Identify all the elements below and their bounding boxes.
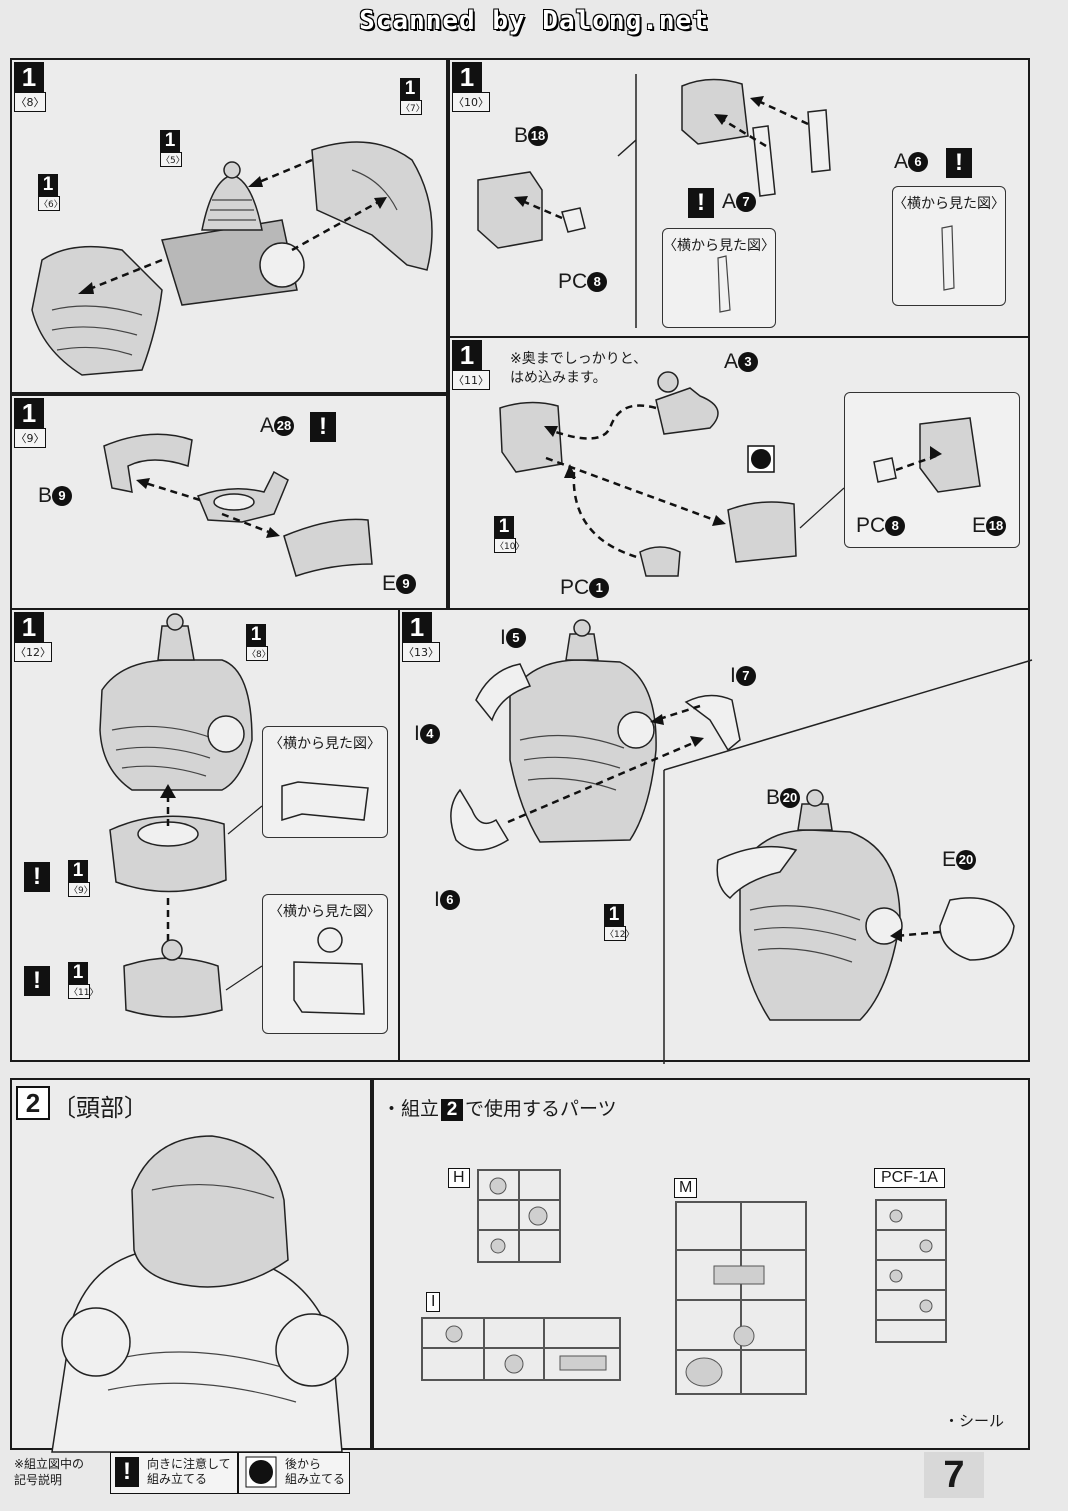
runner-diagrams bbox=[421, 1169, 947, 1395]
runner-label-i: I bbox=[426, 1292, 441, 1312]
legend-title: ※組立図中の 記号説明 bbox=[14, 1457, 85, 1487]
ref-badge-8: 1〈8〉 bbox=[246, 624, 271, 661]
runner-label-h: H bbox=[448, 1168, 470, 1188]
later-assembly-icon bbox=[245, 1456, 277, 1488]
head-illustration bbox=[51, 1135, 349, 1453]
ref-badge-9: 1〈9〉 bbox=[68, 860, 93, 897]
step-badge: 1〈8〉 bbox=[14, 62, 46, 112]
step-2-badge: 2 bbox=[16, 1086, 50, 1120]
side-view-box: 〈横から見た図〉 bbox=[892, 186, 1006, 306]
seal-label: ・シール bbox=[944, 1413, 1005, 1430]
step-badge: 1〈13〉 bbox=[402, 612, 440, 662]
runner-label-pcf1a: PCF-1A bbox=[874, 1168, 945, 1188]
caution-icon: ! bbox=[115, 1457, 139, 1487]
panel-step-1-8: 1〈8〉 1〈7〉 1〈5〉 1〈6〉 bbox=[10, 58, 448, 394]
ref-badge-7: 1〈7〉 bbox=[400, 78, 425, 115]
runner-label-m: M bbox=[674, 1178, 698, 1198]
step-badge: 1〈9〉 bbox=[14, 398, 46, 448]
step-2-title: 〔頭部〕 bbox=[52, 1095, 148, 1122]
assembly-illustration bbox=[99, 613, 369, 1018]
assembly-illustration bbox=[499, 371, 981, 577]
side-view-box: 〈横から見た図〉 bbox=[262, 726, 388, 838]
assembly-note: ※奥までしっかりと、 はめ込みます。 bbox=[510, 351, 648, 386]
caution-icon: ! bbox=[24, 966, 50, 996]
panel-step-1-12: 1〈12〉 1〈8〉 〈横から見た図〉 〈横から見た図〉 ! 1〈9〉 ! 1〈… bbox=[10, 608, 400, 1062]
assembly-illustration bbox=[477, 74, 955, 328]
legend-item-orientation: ! 向きに注意して 組み立てる bbox=[110, 1452, 238, 1494]
step-badge: 1〈12〉 bbox=[14, 612, 52, 662]
panel-step-2-figure: 2 〔頭部〕 bbox=[10, 1078, 372, 1453]
caution-icon: ! bbox=[688, 188, 714, 218]
caution-icon: ! bbox=[24, 862, 50, 892]
page-number: 7 bbox=[924, 1452, 984, 1498]
assembly-illustration bbox=[450, 619, 1033, 1064]
caution-icon: ! bbox=[310, 412, 336, 442]
ref-badge-10: 1〈10〉 bbox=[494, 516, 525, 553]
scan-watermark: Scanned by Dalong.net bbox=[359, 6, 709, 36]
step-badge: 1〈11〉 bbox=[452, 340, 490, 390]
caution-icon: ! bbox=[946, 148, 972, 178]
assembly-illustration bbox=[31, 141, 433, 376]
ref-badge-5: 1〈5〉 bbox=[160, 130, 185, 167]
legend-item-later: 後から 組み立てる bbox=[238, 1452, 350, 1494]
ref-badge-6: 1〈6〉 bbox=[38, 174, 63, 211]
assembly-illustration bbox=[103, 433, 373, 577]
ref-badge-11: 1〈11〉 bbox=[68, 962, 99, 999]
step-badge: 1〈10〉 bbox=[452, 62, 490, 112]
ref-badge-12: 1〈12〉 bbox=[604, 904, 635, 941]
